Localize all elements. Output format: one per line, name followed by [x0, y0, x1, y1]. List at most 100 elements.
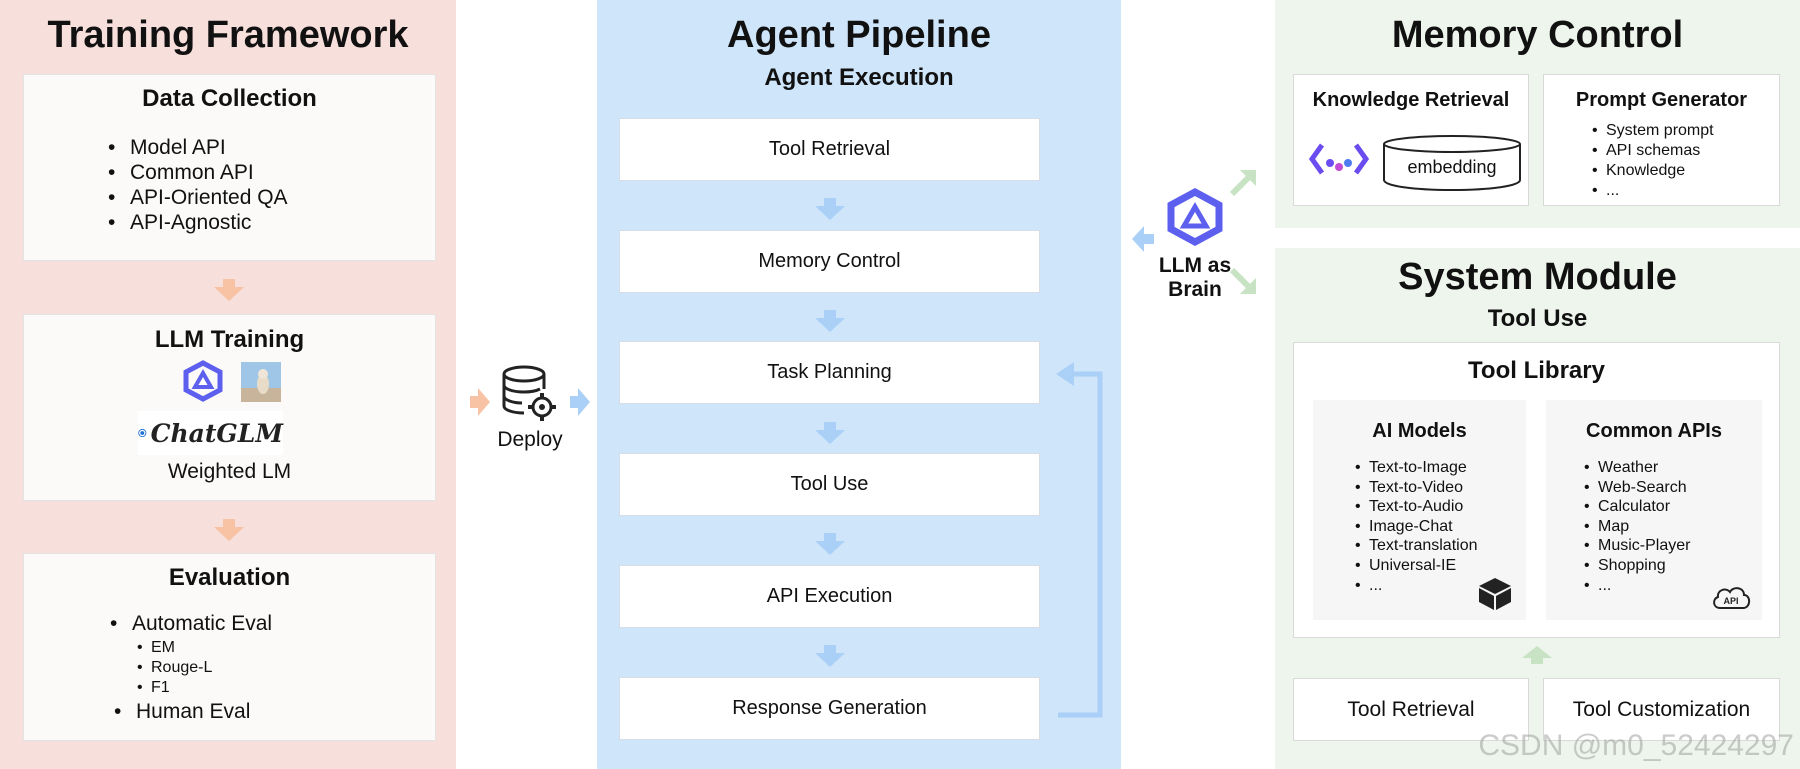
data-collection-title: Data Collection [142, 85, 317, 112]
knowledge-retrieval-title: Knowledge Retrieval [1312, 89, 1510, 111]
list-item: Text-translation [1353, 536, 1478, 556]
chatglm-logo-icon [138, 428, 147, 438]
list-item: F1 [135, 678, 212, 698]
pipeline-step-memory-control: Memory Control [619, 230, 1040, 293]
cube-icon [1479, 578, 1511, 610]
memory-control-title: Memory Control [1391, 14, 1684, 56]
list-item: Common API [102, 160, 288, 185]
system-module-title: System Module [1398, 256, 1677, 298]
loop-back-arrow-icon [1056, 362, 1103, 718]
list-item: Text-to-Video [1353, 478, 1478, 498]
list-item: Universal-IE [1353, 556, 1478, 576]
llm-training-title: LLM Training [154, 326, 305, 353]
down-arrow-icon [815, 310, 845, 332]
prompt-generator-list: System prompt API schemas Knowledge ... [1590, 121, 1714, 201]
brain-up-arrow-icon [1230, 170, 1256, 196]
ai-models-list: Text-to-Image Text-to-Video Text-to-Audi… [1353, 458, 1478, 595]
api-cloud-icon: API [1713, 587, 1751, 609]
training-framework-panel: Training Framework Data Collection Model… [0, 0, 456, 769]
brain-down-arrow-icon [1230, 268, 1256, 294]
watermark-text: CSDN @m0_52424297 [1478, 729, 1794, 762]
human-eval-list: Human Eval [108, 699, 250, 725]
database-cylinder-icon [1383, 135, 1521, 192]
prompt-generator-title: Prompt Generator [1575, 89, 1748, 111]
training-framework-title: Training Framework [47, 14, 409, 56]
list-item: Calculator [1582, 497, 1690, 517]
ai-models-box: AI Models Text-to-Image Text-to-Video Te… [1313, 400, 1526, 620]
common-apis-list: Weather Web-Search Calculator Map Music-… [1582, 458, 1690, 595]
tool-customization-box: Tool Customization [1543, 678, 1780, 741]
deploy-left-arrow-icon [470, 388, 490, 416]
evaluation-title: Evaluation [168, 564, 291, 591]
tool-library-title: Tool Library [1468, 357, 1605, 384]
weighted-lm-label: Weighted LM [167, 460, 292, 483]
brain-line-2: Brain [1168, 278, 1222, 301]
chatglm-logo: ChatGLM [138, 411, 283, 455]
pipeline-step-task-planning: Task Planning [619, 341, 1040, 404]
down-arrow-icon [815, 422, 845, 444]
down-arrow-icon [815, 198, 845, 220]
list-item: Knowledge [1590, 161, 1714, 181]
metrics-list: EM Rouge-L F1 [135, 638, 212, 698]
list-item: Shopping [1582, 556, 1690, 576]
embedding-model-icon [1308, 143, 1370, 175]
tool-customization-label: Tool Customization [1572, 697, 1751, 721]
qwen-logo-icon [183, 360, 223, 402]
chatglm-logo-text: ChatGLM [150, 418, 283, 448]
llm-as-brain-label: LLM as Brain [1140, 254, 1250, 302]
list-item: EM [135, 638, 212, 658]
llm-brain-logo-icon [1167, 188, 1223, 246]
list-item: Rouge-L [135, 658, 212, 678]
evaluation-box: Evaluation Automatic Eval EM Rouge-L F1 … [23, 553, 436, 741]
down-arrow-icon [815, 533, 845, 555]
list-item: API-Oriented QA [102, 185, 288, 210]
tool-use-subtitle: Tool Use [1487, 305, 1588, 332]
list-item: ... [1590, 181, 1714, 201]
common-apis-box: Common APIs Weather Web-Search Calculato… [1546, 400, 1762, 620]
pipeline-step-tool-retrieval: Tool Retrieval [619, 118, 1040, 181]
list-item: Text-to-Image [1353, 458, 1478, 478]
list-item: API-Agnostic [102, 210, 288, 235]
list-item: Image-Chat [1353, 517, 1478, 537]
brain-line-1: LLM as [1158, 254, 1232, 277]
deploy-label: Deploy [497, 428, 563, 451]
ai-models-title: AI Models [1372, 420, 1467, 442]
agent-pipeline-title: Agent Pipeline [727, 14, 991, 56]
list-item: ... [1353, 576, 1478, 596]
llama-image-icon [241, 362, 281, 402]
list-item: Text-to-Audio [1353, 497, 1478, 517]
tool-library-box: Tool Library AI Models Text-to-Image Tex… [1293, 342, 1780, 638]
embedding-label: embedding [1407, 157, 1497, 177]
api-badge-text: API [1723, 596, 1738, 606]
evaluation-list: Automatic Eval [104, 611, 272, 637]
data-collection-box: Data Collection Model API Common API API… [23, 74, 436, 261]
pipeline-step-api-execution: API Execution [619, 565, 1040, 628]
prompt-generator-box: Prompt Generator System prompt API schem… [1543, 74, 1780, 206]
pipeline-step-tool-use: Tool Use [619, 453, 1040, 516]
data-collection-list: Model API Common API API-Oriented QA API… [102, 135, 288, 235]
down-arrow-icon [214, 279, 244, 301]
common-apis-title: Common APIs [1586, 420, 1722, 442]
list-item: Weather [1582, 458, 1690, 478]
knowledge-retrieval-box: Knowledge Retrieval embedding [1293, 74, 1529, 206]
list-item: Model API [102, 135, 288, 160]
deploy-right-arrow-icon [570, 388, 590, 416]
brain-left-arrow-icon [1132, 226, 1154, 252]
list-item: API schemas [1590, 141, 1714, 161]
list-item: Music-Player [1582, 536, 1690, 556]
database-gear-icon [502, 365, 556, 421]
llm-training-box: LLM Training ChatGLM Weighted LM [23, 314, 436, 501]
tool-retrieval-label: Tool Retrieval [1347, 697, 1475, 721]
agent-execution-subtitle: Agent Execution [764, 64, 954, 91]
down-arrow-icon [214, 519, 244, 541]
pipeline-step-response-generation: Response Generation [619, 677, 1040, 740]
list-item: Human Eval [108, 699, 250, 725]
up-arrow-icon [1522, 646, 1552, 664]
tool-retrieval-box: Tool Retrieval [1293, 678, 1529, 741]
list-item: System prompt [1590, 121, 1714, 141]
list-item: Web-Search [1582, 478, 1690, 498]
list-item: Map [1582, 517, 1690, 537]
down-arrow-icon [815, 645, 845, 667]
list-item: ... [1582, 576, 1690, 596]
list-item: Automatic Eval [104, 611, 272, 637]
